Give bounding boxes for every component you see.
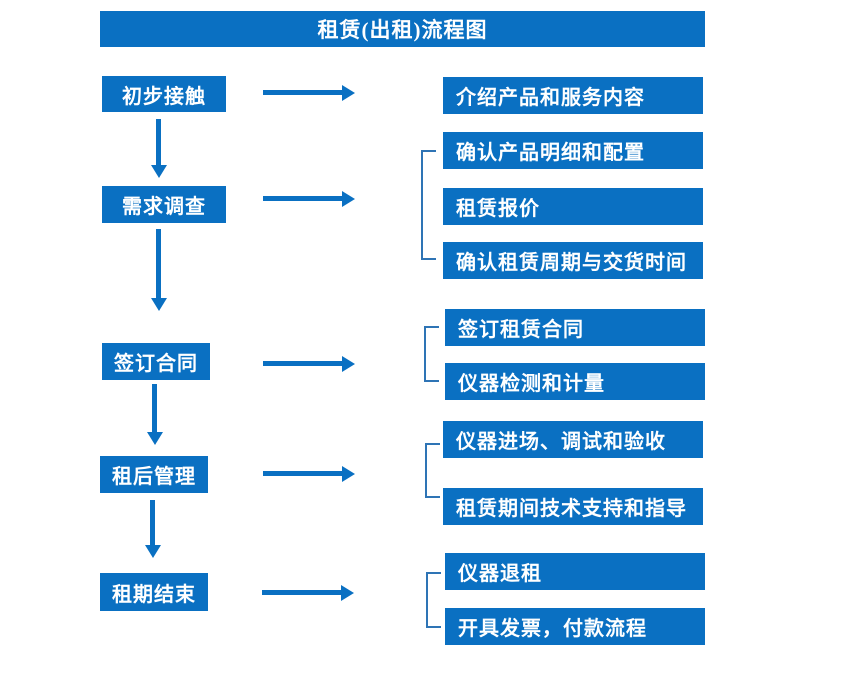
down-arrow-2 [150, 229, 167, 311]
stage-rental-end: 租期结束 [100, 573, 208, 611]
output-introduce-products-services: 介绍产品和服务内容 [443, 77, 703, 114]
bracket-post-rental-group [425, 443, 440, 498]
down-arrow-3 [146, 384, 163, 445]
output-instrument-return: 仪器退租 [445, 553, 705, 590]
right-arrow-post-rental-management [263, 465, 355, 482]
output-confirm-rental-period-delivery: 确认租赁周期与交货时间 [443, 242, 703, 279]
right-arrow-rental-end [262, 584, 354, 601]
output-technical-support-guidance: 租赁期间技术支持和指导 [443, 488, 703, 525]
output-sign-rental-contract: 签订租赁合同 [445, 309, 705, 346]
down-arrow-4 [144, 500, 161, 558]
down-arrow-1 [150, 119, 167, 178]
right-arrow-sign-contract [263, 355, 355, 372]
output-invoice-payment-process: 开具发票，付款流程 [445, 608, 705, 645]
output-confirm-product-details: 确认产品明细和配置 [443, 132, 703, 169]
stage-needs-survey: 需求调查 [102, 186, 226, 223]
bracket-needs-survey-group [421, 150, 436, 260]
bracket-rental-end-group [426, 572, 441, 628]
stage-sign-contract: 签订合同 [102, 343, 210, 380]
flowchart-title: 租赁(出租)流程图 [100, 11, 705, 47]
output-instrument-entry-commissioning-acceptance: 仪器进场、调试和验收 [443, 421, 703, 458]
stage-post-rental-management: 租后管理 [100, 456, 208, 493]
output-rental-quotation: 租赁报价 [443, 188, 703, 225]
right-arrow-needs-survey [263, 190, 355, 207]
output-instrument-inspection-metering: 仪器检测和计量 [445, 363, 705, 400]
right-arrow-initial-contact [263, 84, 355, 101]
stage-initial-contact: 初步接触 [102, 76, 226, 112]
bracket-sign-contract-group [424, 326, 439, 382]
